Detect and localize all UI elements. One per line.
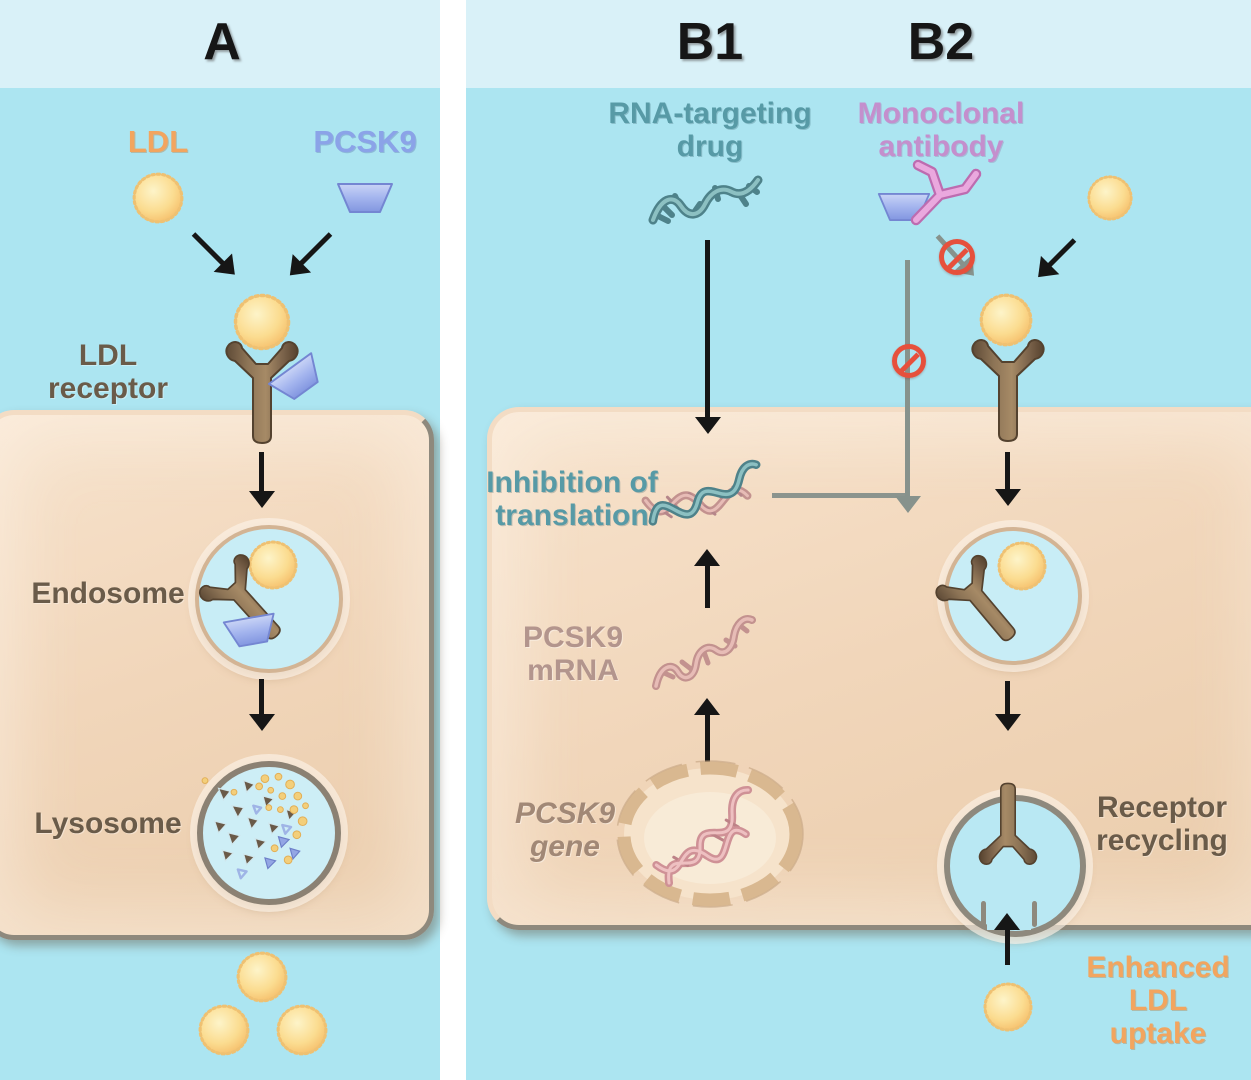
arrow-internalization (1005, 452, 1010, 490)
hepatocyte-cell-b (487, 407, 1251, 930)
inhibition-label: Inhibition of translation (486, 466, 658, 532)
panel-b1-title: B1 (676, 13, 744, 71)
ldl-particle-icon (1086, 174, 1134, 222)
lysosome-label: Lysosome (34, 807, 182, 840)
membrane-opening (981, 901, 986, 927)
endosome-label: Endosome (31, 577, 185, 610)
lysosome-debris-icon (201, 772, 309, 880)
panel-a-title: A (203, 13, 241, 71)
ldl-particle-icon (235, 950, 289, 1004)
panel-a-header-band (0, 0, 440, 88)
uptake-label: Enhanced LDL uptake (1086, 951, 1230, 1050)
rna-drug-label: RNA-targeting drug (608, 97, 812, 163)
arrow-to-recycling (1005, 681, 1010, 715)
mrna-icon (652, 615, 756, 690)
arrow-to-lysosome (259, 679, 264, 715)
ldl-particle-icon (197, 1003, 251, 1057)
ldl-particle-icon (131, 171, 185, 225)
panel-b-header-band (466, 0, 1251, 88)
arrow-internalization (259, 452, 264, 492)
lysosome-icon (197, 761, 341, 905)
arrow-ldl-uptake (1005, 929, 1010, 965)
arrow-no-pcsk9-secretion (905, 260, 910, 497)
antibody-icon (910, 159, 982, 226)
gene-label: PCSK9 gene (514, 797, 616, 863)
ldl-particle-icon (275, 1003, 329, 1057)
prohibition-icon (939, 239, 975, 275)
pcsk9-icon (335, 182, 395, 214)
ldl-receptor-label: LDL receptor (47, 339, 169, 405)
membrane-opening (1032, 901, 1037, 927)
arrow-drug-to-mrna (705, 240, 710, 418)
ldl-particle-icon (982, 981, 1034, 1033)
dna-icon (652, 786, 753, 888)
ldl-receptor-icon (968, 334, 1048, 444)
rna-drug-icon (648, 175, 763, 225)
nucleus-icon (616, 760, 804, 908)
prohibition-icon (892, 344, 926, 378)
mrna-label: PCSK9 mRNA (522, 621, 624, 687)
panel-b2-title: B2 (907, 13, 975, 71)
antibody-label: Monoclonal antibody (857, 97, 1025, 163)
ldl-receptor-icon (976, 781, 1040, 869)
rna-duplex-icon (641, 459, 761, 526)
connector-line (772, 493, 910, 498)
ldl-label: LDL (127, 124, 189, 159)
pcsk9-label: PCSK9 (313, 124, 417, 159)
recycling-label: Receptor recycling (1096, 791, 1228, 857)
